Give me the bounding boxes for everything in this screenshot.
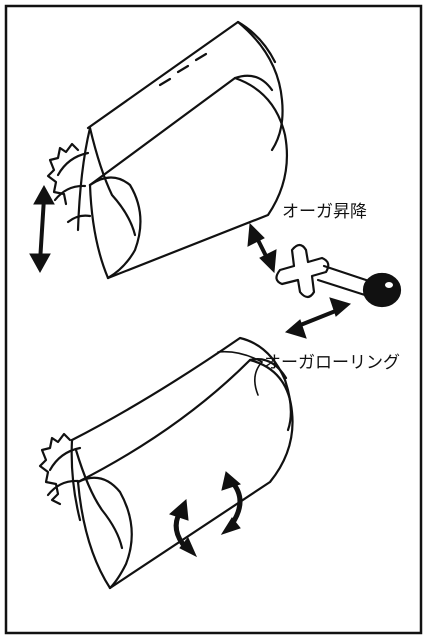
lever-knob xyxy=(362,272,402,308)
top-auger xyxy=(46,20,288,280)
bottom-auger-back-shell xyxy=(70,336,292,442)
vertical-double-arrow-icon xyxy=(29,184,55,274)
lever-cross-grip xyxy=(275,243,330,299)
diagram-frame xyxy=(4,4,423,635)
diagonal-double-arrow-icon xyxy=(284,297,352,339)
top-auger-body xyxy=(88,76,288,280)
bottom-auger-front-flap xyxy=(74,448,124,550)
label-auger-lift: オーガ昇降 xyxy=(282,202,367,222)
bottom-auger xyxy=(38,336,294,590)
rotation-arrowheads xyxy=(169,471,241,558)
top-auger-front-flap xyxy=(88,126,137,237)
lever-shaft xyxy=(316,264,374,298)
diagonal-double-arrow-icon xyxy=(247,222,277,274)
top-auger-back-shell xyxy=(86,20,284,152)
bottom-auger-body xyxy=(76,358,294,590)
label-auger-rolling: オーガローリング xyxy=(264,353,400,373)
bottom-auger-spiral xyxy=(38,432,82,506)
lever xyxy=(275,243,402,308)
